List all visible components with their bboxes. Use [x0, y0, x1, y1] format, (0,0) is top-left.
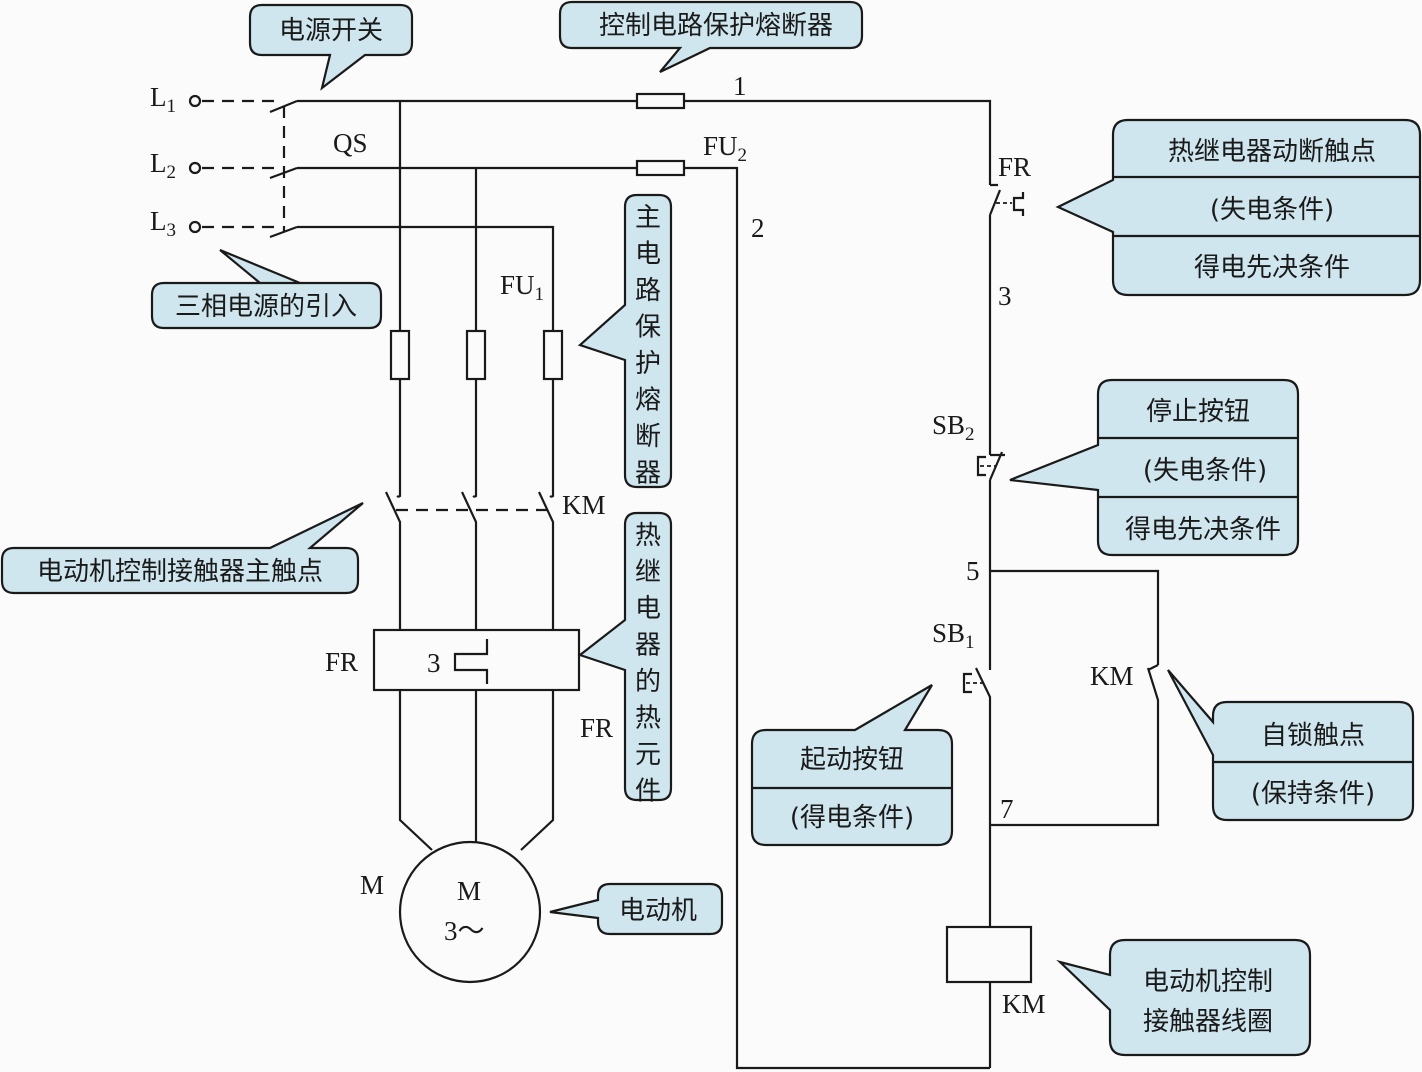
- callout-char: 器: [635, 631, 661, 661]
- callout-main-fuse: 主电路保护熔断器: [577, 193, 673, 489]
- label-km-main: KM: [562, 490, 606, 520]
- callout-three-phase: 三相电源的引入: [150, 248, 383, 330]
- label-l1: L1: [150, 82, 176, 117]
- svg-text:(保持条件): (保持条件): [1251, 779, 1375, 809]
- km-main-contacts: [385, 488, 555, 630]
- label-km-aux: KM: [1090, 661, 1134, 691]
- callout-char: 的: [635, 667, 661, 697]
- callout-char: 电: [635, 594, 661, 624]
- svg-text:热继电器动断触点: 热继电器动断触点: [1168, 137, 1376, 167]
- callout-thermal-element-text: 热继电器的热元件: [635, 521, 661, 807]
- component-labels: L1 L2 L3 QS FU1 FU2 KM FR 3 FR M M 3～ 1 …: [150, 71, 1134, 1019]
- callout-thermal-element: 热继电器的热元件: [577, 511, 673, 807]
- label-fr-element: FR: [580, 713, 613, 743]
- label-node-2: 2: [751, 213, 765, 243]
- callout-char: 热: [635, 704, 661, 734]
- label-fr-contact: FR: [998, 152, 1031, 182]
- svg-text:控制电路保护熔断器: 控制电路保护熔断器: [599, 11, 833, 41]
- fuse-fu-1: [635, 92, 686, 110]
- fuse-fu1-b: [465, 329, 487, 381]
- callout-main-fuse-text: 主电路保护熔断器: [635, 203, 661, 489]
- callout-char: 路: [635, 276, 661, 306]
- callout-self-lock: 自锁触点 (保持条件): [1167, 669, 1415, 822]
- svg-text:(失电条件): (失电条件): [1210, 195, 1334, 225]
- svg-text:停止按钮: 停止按钮: [1146, 397, 1250, 427]
- callout-stop-button: 停止按钮 (失电条件) 得电先决条件: [1009, 378, 1300, 557]
- label-l2: L2: [150, 148, 176, 183]
- callout-char: 件: [635, 777, 661, 807]
- label-motor-phase: 3～: [444, 916, 485, 946]
- callout-power-switch: 电源开关: [248, 3, 414, 91]
- callout-char: 元: [635, 740, 661, 770]
- callout-char: 热: [635, 521, 661, 551]
- label-qs: QS: [333, 128, 368, 158]
- label-node-7: 7: [1000, 794, 1014, 824]
- thermal-relay-element: [372, 628, 581, 984]
- motor-symbol: [398, 840, 542, 984]
- fuse-fu2: [635, 159, 686, 177]
- label-sb1: SB1: [932, 618, 975, 653]
- svg-text:电动机控制接触器主触点: 电动机控制接触器主触点: [37, 557, 323, 587]
- svg-text:起动按钮: 起动按钮: [800, 745, 904, 775]
- callout-main-contacts: 电动机控制接触器主触点: [0, 502, 364, 595]
- label-km-coil: KM: [1002, 989, 1046, 1019]
- svg-text:得电先决条件: 得电先决条件: [1194, 253, 1350, 283]
- fuse-fu1-a: [389, 329, 411, 381]
- km-coil: [945, 925, 1033, 984]
- callout-coil: 电动机控制 接触器线圈: [1056, 938, 1312, 1057]
- label-l3: L3: [150, 206, 176, 241]
- label-fr-box: FR: [325, 647, 358, 677]
- label-fr-box-num: 3: [427, 648, 441, 678]
- label-node-3: 3: [998, 281, 1012, 311]
- callout-char: 器: [635, 459, 661, 489]
- main-circuit-wires: [297, 92, 992, 1070]
- svg-text:(失电条件): (失电条件): [1143, 456, 1267, 486]
- svg-text:得电先决条件: 得电先决条件: [1125, 515, 1281, 545]
- callout-char: 熔: [635, 386, 661, 416]
- svg-text:接触器线圈: 接触器线圈: [1143, 1007, 1273, 1037]
- svg-text:自锁触点: 自锁触点: [1261, 721, 1365, 751]
- callout-char: 继: [635, 558, 661, 588]
- svg-text:电动机控制: 电动机控制: [1143, 967, 1273, 997]
- label-motor-m: M: [360, 870, 384, 900]
- callout-char: 断: [635, 422, 661, 452]
- callout-char: 电: [635, 240, 661, 270]
- callout-char: 主: [635, 203, 661, 233]
- svg-text:(得电条件): (得电条件): [790, 803, 914, 833]
- label-fu1: FU1: [500, 270, 544, 305]
- fuse-fu1-c: [542, 329, 564, 381]
- label-sb2: SB2: [932, 410, 975, 445]
- callout-control-fuse: 控制电路保护熔断器: [558, 0, 864, 73]
- label-motor-inner: M: [457, 876, 481, 906]
- callout-motor: 电动机: [549, 882, 724, 936]
- callout-char: 保: [635, 313, 661, 343]
- label-node-1: 1: [733, 71, 747, 101]
- label-node-5: 5: [966, 556, 980, 586]
- svg-text:三相电源的引入: 三相电源的引入: [175, 292, 357, 322]
- svg-text:电源开关: 电源开关: [279, 16, 383, 46]
- callout-start-button: 起动按钮 (得电条件): [750, 684, 954, 847]
- svg-text:电动机: 电动机: [619, 896, 697, 926]
- three-phase-input: [188, 94, 298, 239]
- label-fu2: FU2: [703, 131, 747, 166]
- control-circuit: [945, 183, 1160, 1068]
- callout-fr-contact: 热继电器动断触点 (失电条件) 得电先决条件: [1055, 118, 1422, 297]
- callout-char: 护: [635, 349, 661, 379]
